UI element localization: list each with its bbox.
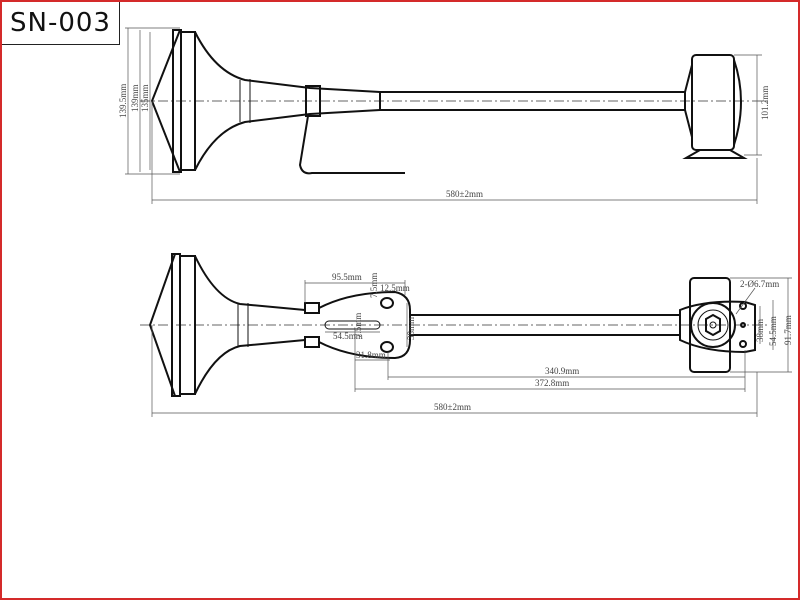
dim-mount-holes: 2-Ø6.7mm: [740, 279, 779, 289]
bracket-clamp: [305, 85, 321, 117]
dim-101-2: 101.2mm: [760, 86, 770, 120]
top-view: 139.5mm 139mm 135mm 101.2mm 580±2mm: [118, 27, 770, 204]
dim-139: 139mm: [130, 84, 140, 112]
dim-54-5-mount: 54.5mm: [768, 316, 778, 346]
dim-139-5: 139.5mm: [118, 84, 128, 118]
dim-54-5: 54.5mm: [333, 331, 363, 341]
compressor-housing: [691, 54, 735, 151]
slot: [324, 320, 381, 330]
dim-7-5-top: 7.5mm: [369, 273, 379, 298]
dim-12-5: 12.5mm: [380, 283, 410, 293]
bell-flare-top: [194, 31, 381, 93]
dim-135: 135mm: [140, 84, 150, 112]
bell-flare-bottom: [194, 109, 381, 171]
cone-tip: [148, 253, 176, 397]
mount-foot: [298, 115, 405, 175]
horn-tube: [379, 91, 686, 111]
housing-foot: [682, 149, 748, 159]
dim-580-bottom: 580±2mm: [434, 402, 471, 412]
dim-38-bracket: 38mm: [406, 317, 416, 340]
dim-31-8: 31.8mm: [356, 350, 386, 360]
dim-95-5: 95.5mm: [332, 272, 362, 282]
bottom-view: 95.5mm 7.5mm 12.5mm 7.5mm 54.5mm 38mm 31…: [140, 253, 793, 417]
dim-340-9: 340.9mm: [545, 366, 579, 376]
dim-7-5-slot: 7.5mm: [353, 313, 363, 338]
bell-ring: [180, 31, 196, 171]
dim-38-mount: 38mm: [755, 319, 765, 342]
dim-580-top: 580±2mm: [446, 189, 483, 199]
part-number-label: SN-003: [2, 2, 120, 45]
dim-372-8: 372.8mm: [535, 378, 569, 388]
dim-91-7: 91.7mm: [783, 315, 793, 345]
